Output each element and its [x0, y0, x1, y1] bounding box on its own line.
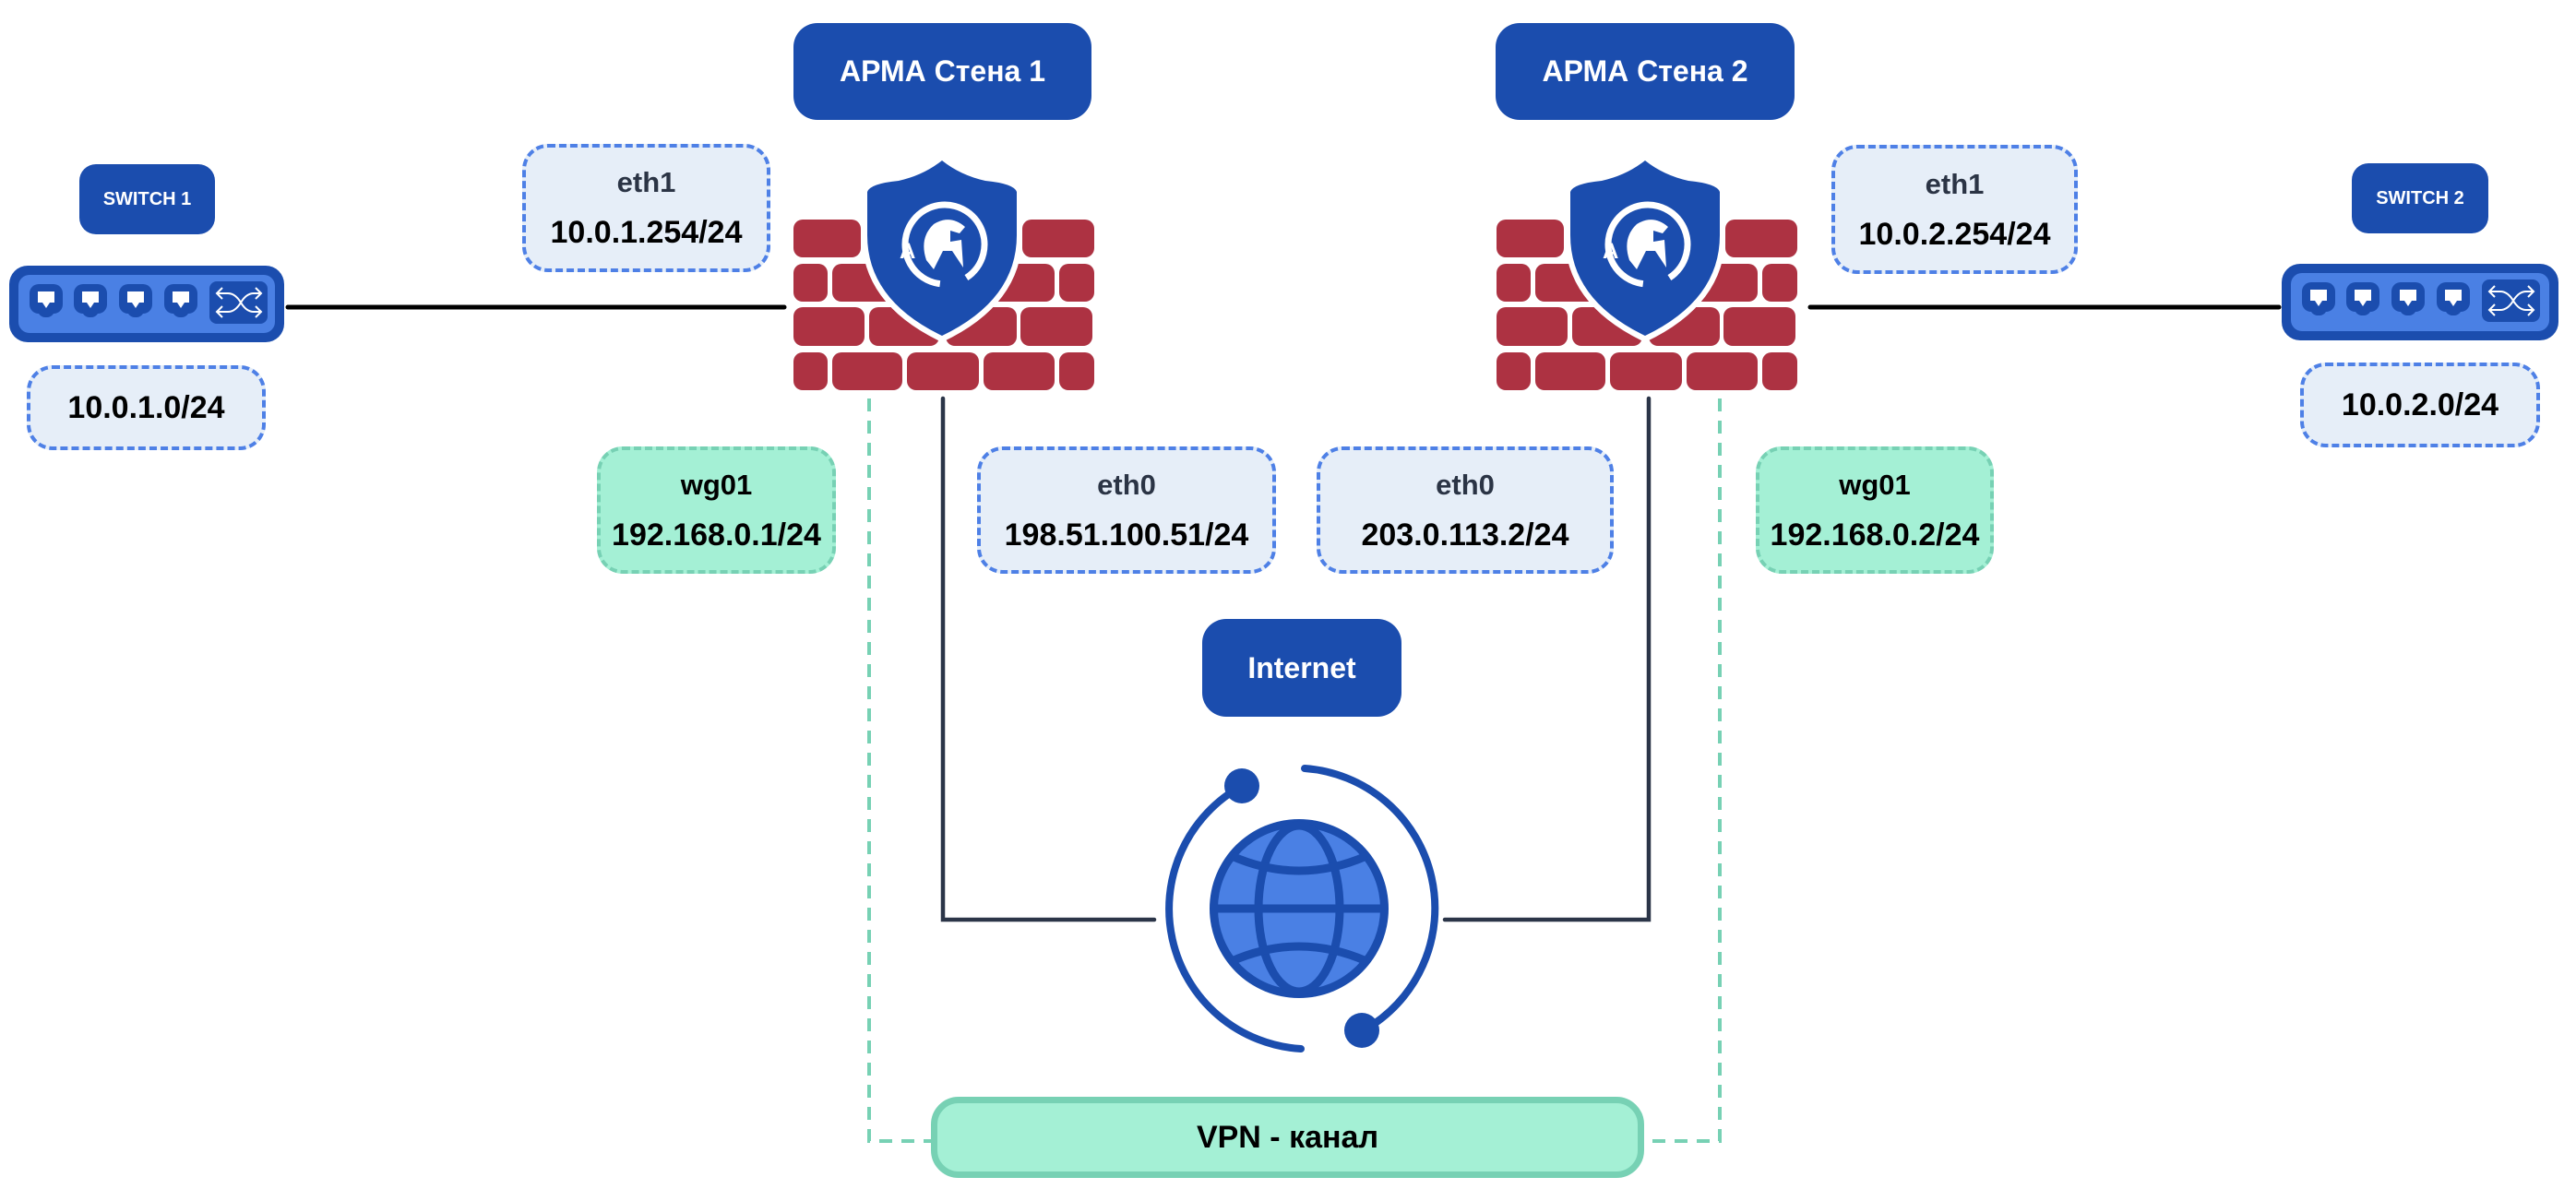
switch1-subnet: 10.0.1.0/24	[67, 389, 225, 425]
interface-ip: 192.168.0.1/24	[612, 517, 821, 553]
interface-ip: 192.168.0.2/24	[1770, 517, 1980, 553]
orbit-arc-right	[1301, 765, 1439, 1034]
shield-icon: A	[862, 154, 1022, 342]
switch1-title: SWITCH 1	[79, 164, 215, 234]
interface-ip: 10.0.1.254/24	[550, 215, 743, 250]
fw2-eth0-label: eth0 203.0.113.2/24	[1317, 446, 1614, 574]
interface-ip: 198.51.100.51/24	[1004, 517, 1249, 553]
switch2-subnet: 10.0.2.0/24	[2341, 386, 2499, 422]
fw2-wg01-label: wg01 192.168.0.2/24	[1756, 446, 1994, 574]
internet-globe-icon[interactable]	[1165, 765, 1439, 1052]
firewall2-title-text: АРМА Стена 2	[1542, 54, 1748, 88]
ethernet-ports	[30, 284, 197, 317]
switch1-title-text: SWITCH 1	[102, 188, 192, 209]
firewall1-title: АРМА Стена 1	[793, 23, 1091, 120]
interface-ip: 10.0.2.254/24	[1858, 216, 2051, 252]
switch2-icon[interactable]	[2282, 264, 2558, 340]
switch2-subnet-label: 10.0.2.0/24	[2300, 363, 2540, 447]
interface-name: wg01	[1839, 468, 1911, 501]
interface-ip: 203.0.113.2/24	[1361, 517, 1569, 553]
firewall2-title: АРМА Стена 2	[1496, 23, 1795, 120]
internet-title: Internet	[1202, 619, 1401, 717]
firewall1-icon[interactable]: A	[793, 154, 1094, 390]
interface-name: eth1	[616, 166, 676, 198]
vpn-channel: VPN - канал	[931, 1097, 1644, 1178]
vpn-tunnel-right	[1644, 398, 1722, 1143]
link-fw2-internet	[1442, 396, 1652, 922]
fw2-eth1-label: eth1 10.0.2.254/24	[1831, 145, 2078, 274]
fw1-wg01-label: wg01 192.168.0.1/24	[597, 446, 836, 574]
fw1-eth1-label: eth1 10.0.1.254/24	[522, 144, 770, 272]
firewall1-title-text: АРМА Стена 1	[839, 54, 1046, 88]
firewall2-icon[interactable]: A	[1497, 154, 1797, 390]
switch1-icon[interactable]	[9, 266, 284, 342]
interface-name: wg01	[680, 468, 753, 501]
orbit-arc-left	[1165, 782, 1305, 1052]
interface-name: eth0	[1436, 468, 1495, 501]
orbit-dot-top	[1224, 768, 1259, 803]
orbit-dot-bottom	[1344, 1013, 1379, 1048]
switch2-title-text: SWITCH 2	[2376, 187, 2464, 208]
interface-name: eth0	[1097, 468, 1156, 501]
vpn-tunnel-left	[867, 398, 932, 1143]
switch2-title: SWITCH 2	[2352, 163, 2488, 233]
fw1-eth0-label: eth0 198.51.100.51/24	[977, 446, 1276, 574]
interface-name: eth1	[1925, 167, 1985, 200]
switch-crossover-icon	[209, 281, 268, 324]
vpn-channel-label: VPN - канал	[1196, 1119, 1379, 1155]
logo-letter: A	[900, 239, 915, 264]
logo-letter: A	[1603, 239, 1618, 264]
link-fw1-internet	[940, 396, 1157, 922]
switch-crossover-icon	[2482, 279, 2540, 322]
shield-icon: A	[1565, 154, 1725, 342]
ethernet-ports	[2302, 282, 2470, 315]
switch1-subnet-label: 10.0.1.0/24	[27, 365, 266, 450]
internet-title-text: Internet	[1247, 650, 1356, 684]
